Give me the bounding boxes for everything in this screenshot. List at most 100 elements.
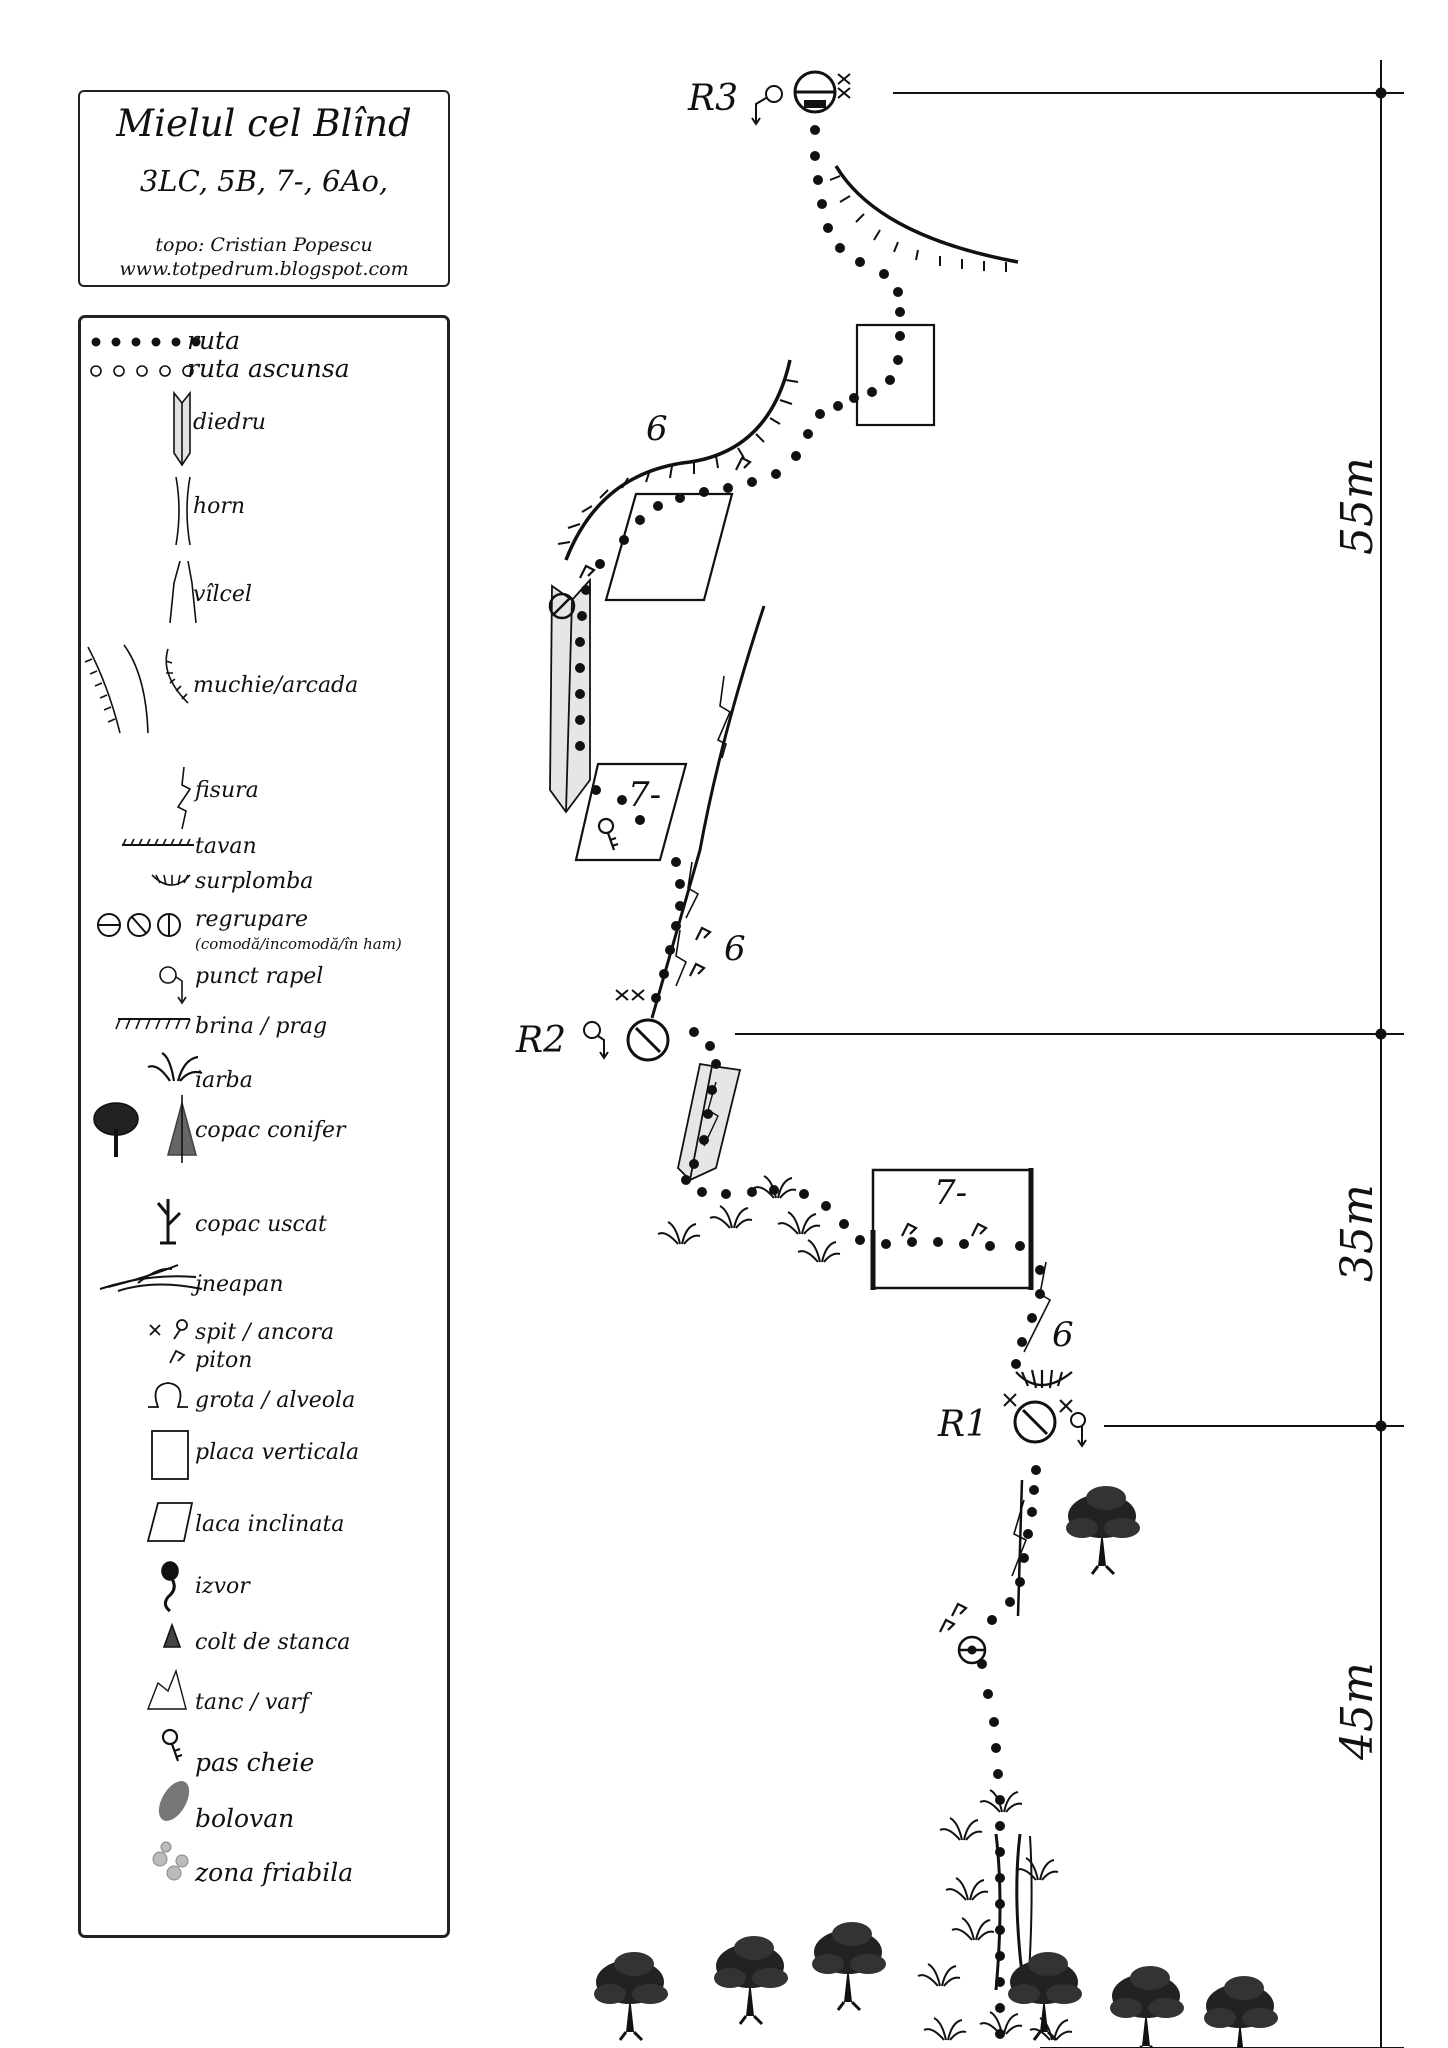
legend-label-placa-verticala: placa verticala [195,1440,360,1465]
inclined-slab-7 [574,762,688,862]
upper-arch [557,359,799,561]
crack-icon-1 [716,675,732,759]
legend-label-ruta-ascunsa: ruta ascunsa [187,354,350,383]
legend-label-tanc: tanc / varf [195,1690,310,1715]
pitch-length-35: 35m [1332,1184,1383,1282]
grade-lower-box: 7- [934,1173,967,1213]
route-dots-icon [91,337,201,347]
piton-icon [579,564,596,579]
piton-icon [735,456,752,471]
crack-icon [176,766,192,830]
dihedral-r2 [677,1062,742,1182]
belay-r1 [1003,1393,1087,1448]
trees [592,1484,1280,2048]
legend-label-grota: grota / alveola [195,1388,356,1413]
legend-label-punct-rapel: punct rapel [195,964,324,989]
belay-dihedral-top [548,592,576,620]
legend-label-ruta: ruta [187,326,241,355]
gully-icon [169,560,197,624]
rock-spike-icon [162,1622,182,1648]
piton-icon [169,1349,186,1364]
scale-bar [735,60,1404,2048]
legend-label-regrupare: regrupare [195,907,309,932]
spring-icon [161,1561,179,1613]
belay-intermediate [957,1635,987,1665]
dihedral-icon [173,390,191,467]
vertical-slab-top [855,323,936,427]
overhang-icon [151,874,191,886]
route-name: Mielul cel Blînd [116,102,412,145]
legend-label-jneapan: jneapan [195,1272,284,1297]
crack-icon-2 [685,861,700,919]
route-grades: 3LC, 5B, 7-, 6Ao, [139,164,389,198]
loose-rock-icon [152,1841,189,1881]
hidden-route-circles-icon [90,365,194,377]
legend-label-pas-cheie: pas cheie [195,1748,315,1777]
roof-icon [122,838,194,846]
legend-label-piton: piton [195,1348,253,1373]
pitch-length-45: 45m [1332,1662,1383,1761]
topo-author: topo: Cristian Popescu [155,234,373,256]
grade-upper-slab: 7- [628,775,661,815]
legend-label-izvor: izvor [195,1574,250,1599]
vertical-slab-7 [870,1168,1034,1290]
legend-label-laca-inclinata: laca inclinata [195,1512,345,1537]
belay-label-r2: R2 [515,1020,566,1061]
rappel-point-icon [159,966,187,1005]
piton-icon [689,962,706,977]
legend-label-zona-friabila: zona friabila [195,1858,354,1887]
inclined-slab-icon [146,1502,194,1542]
overhang-r1 [1015,1369,1073,1389]
grass-patches [657,1175,1073,2041]
chimney-icon [175,476,191,546]
boulder-icon [158,1781,190,1821]
crack-icon-3 [675,929,688,987]
grass-icon [147,1052,203,1082]
pitons [579,456,988,1633]
ledge-icon [115,1018,191,1030]
key-move-icon [597,817,619,851]
title-box: Mielul cel Blînd 3LC, 5B, 7-, 6Ao, topo:… [78,90,450,287]
piton-icon [901,1222,918,1237]
website: www.totpedrum.blogspot.com [119,258,409,280]
legend-label-copac-uscat: copac uscat [195,1212,327,1237]
legend-box: ruta ruta ascunsa diedru horn vîlcel muc… [78,315,450,1938]
belay-label-r3: R3 [687,78,738,119]
key-move-icon [161,1728,183,1762]
crack-line-lower [1016,1479,1024,1617]
tower-peak-icon [146,1668,187,1710]
dead-tree-icon [156,1199,182,1245]
legend-label-horn: horn [193,494,246,519]
crack-line [650,605,766,1019]
grade-crack: 6 [724,929,746,969]
legend-label-vilcel: vîlcel [193,582,252,607]
legend-label-diedru: diedru [193,410,266,435]
legend-label-muchie: muchie/arcada [193,673,359,698]
legend-label-spit: spit / ancora [195,1320,335,1345]
legend-label-colt: colt de stanca [195,1630,351,1655]
piton-icon [695,926,712,941]
grade-upper-arch: 6 [646,409,668,449]
legend-label-tavan: tavan [195,834,257,859]
vertical-slab-icon [151,1430,189,1480]
legend-icons [84,337,203,1881]
legend-label-regrupare-note: (comodă/incomodă/în ham) [195,935,402,953]
piton-icon [939,1618,956,1633]
inclined-slab-upper [604,492,734,602]
top-arch [829,165,1019,272]
belay-r3 [751,70,851,126]
piton-icon [951,1602,968,1617]
legend-label-surplomba: surplomba [195,869,314,894]
cave-icon [148,1382,188,1408]
legend-label-copac: copac conifer [195,1118,346,1143]
bolt-anchor-icon [149,1319,188,1340]
tree-conifer-icon [93,1095,198,1163]
edge-arch-icon [84,644,189,734]
grade-r1-pitch: 6 [1052,1315,1074,1355]
dwarf-pine-icon [99,1264,203,1292]
belay-label-r1: R1 [937,1404,988,1445]
legend-label-fisura: fisura [195,778,259,803]
legend-label-brina: brina / prag [195,1014,328,1039]
piton-icon [971,1222,988,1237]
